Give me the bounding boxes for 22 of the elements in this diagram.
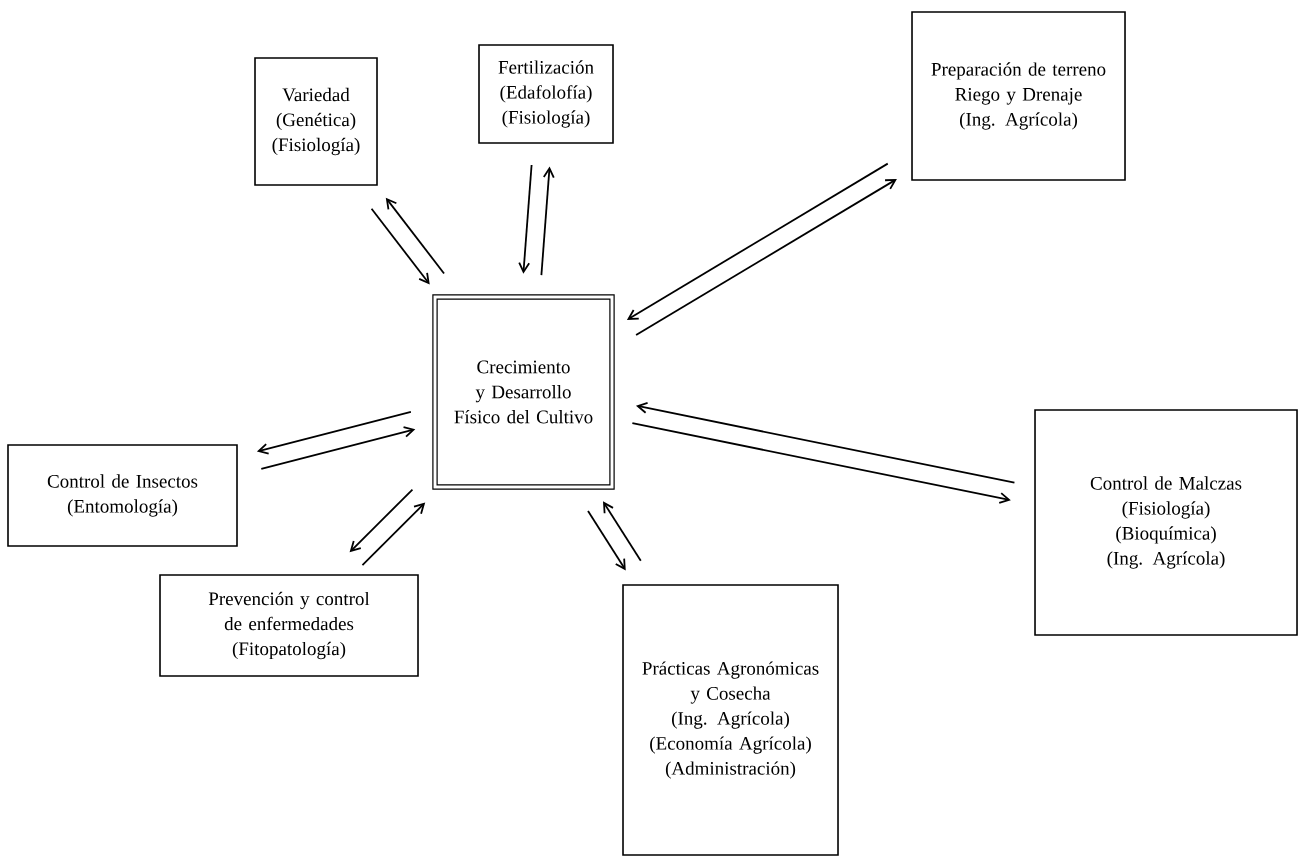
arrow	[587, 510, 626, 571]
topic-box: Preparación de terreno Riego y Drenaje (Ing. Agrícola)	[911, 11, 1126, 181]
arrow	[370, 207, 430, 285]
arrow	[540, 166, 555, 277]
topic-box: Control de Malczas (Fisiología) (Bioquímica) (Ing. Agrícola)	[1034, 409, 1298, 636]
topic-box: Prevención y control de enfermedades (Fitopatología)	[159, 574, 419, 677]
arrow	[385, 197, 445, 275]
arrow	[361, 502, 426, 566]
arrow	[260, 426, 416, 470]
arrow	[635, 402, 1016, 484]
arrow	[349, 488, 414, 553]
topic-box: Prácticas Agronómicas y Cosecha (Ing. Agrícola) (Economía Agrícola) (Administración)	[622, 584, 839, 856]
arrow	[635, 178, 897, 336]
arrow	[626, 162, 889, 320]
arrow	[256, 410, 412, 455]
topic-box: Fertilización (Edafolofía) (Fisiología)	[478, 44, 614, 144]
arrow	[603, 501, 642, 562]
arrow	[631, 422, 1011, 504]
topic-box: Variedad (Genética) (Fisiología)	[254, 57, 378, 186]
arrow	[518, 164, 533, 274]
center-box: Crecimiento y Desarrollo Físico del Cultivo	[432, 294, 615, 490]
topic-box: Control de Insectos (Entomología)	[7, 444, 238, 547]
